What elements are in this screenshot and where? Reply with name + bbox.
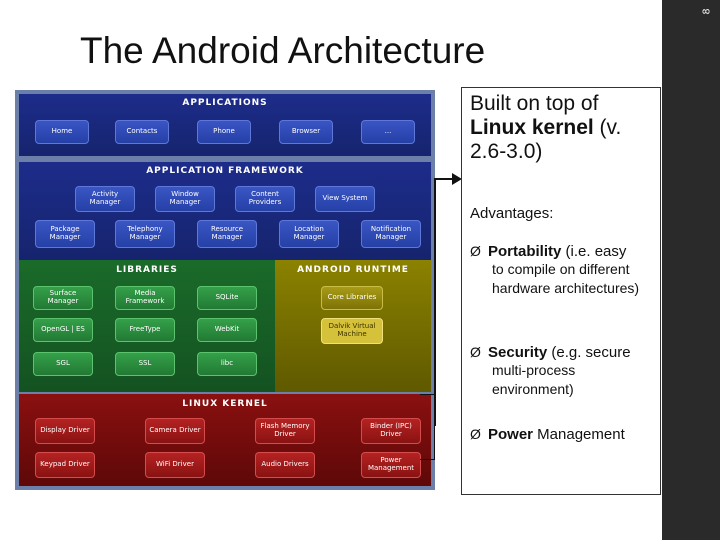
page-number: 8 xyxy=(701,8,713,15)
bullet-bold: Power xyxy=(488,426,534,443)
bullet-bold: Portability xyxy=(488,243,562,260)
kernel-power-management: Power Management xyxy=(361,452,421,478)
applications-title: Applications xyxy=(182,98,268,108)
applications-layer: Applications Home Contacts Phone Browser… xyxy=(19,94,431,156)
lib-sqlite: SQLite xyxy=(197,286,257,310)
fw-resource-manager: Resource Manager xyxy=(197,220,257,248)
kernel-wifi-driver: WiFi Driver xyxy=(145,452,205,478)
runtime-layer: Android Runtime Core Libraries Dalvik Vi… xyxy=(275,260,431,392)
fw-content-providers: Content Providers xyxy=(235,186,295,212)
lib-webkit: WebKit xyxy=(197,318,257,342)
bracket-arrow-line xyxy=(434,178,454,180)
lib-sgl: SGL xyxy=(33,352,93,376)
bullet-bold: Security xyxy=(488,344,548,361)
bullet-rest: (i.e. easy xyxy=(561,243,627,260)
fw-location-manager: Location Manager xyxy=(279,220,339,248)
app-browser: Browser xyxy=(279,120,333,144)
bracket-connector xyxy=(434,178,436,426)
description-textbox: Built on top of Linux kernel (v. 2.6-3.0… xyxy=(461,87,661,495)
intro-pre: Built on top of xyxy=(470,92,599,115)
bullet-sub: multi-process environment) xyxy=(492,362,576,397)
kernel-layer: Linux Kernel Display Driver Camera Drive… xyxy=(19,394,431,486)
framework-layer: Application Framework Activity Manager W… xyxy=(19,162,431,260)
bullet-sub: to compile on different hardware archite… xyxy=(492,261,640,296)
kernel-binder-driver: Binder (IPC) Driver xyxy=(361,418,421,444)
app-contacts: Contacts xyxy=(115,120,169,144)
bullet-security: Ø Security (e.g. secure multi-process env… xyxy=(470,344,660,399)
libraries-title: Libraries xyxy=(116,265,178,275)
fw-view-system: View System xyxy=(315,186,375,212)
slide-sidebar: 8 xyxy=(662,0,720,540)
intro-post: (v. 2.6-3.0) xyxy=(470,116,622,163)
fw-window-manager: Window Manager xyxy=(155,186,215,212)
lib-libc: libc xyxy=(197,352,257,376)
kernel-display-driver: Display Driver xyxy=(35,418,95,444)
framework-title: Application Framework xyxy=(146,166,304,176)
libraries-layer: Libraries Surface Manager Media Framewor… xyxy=(19,260,275,392)
kernel-camera-driver: Camera Driver xyxy=(145,418,205,444)
app-more: ... xyxy=(361,120,415,144)
kernel-title: Linux Kernel xyxy=(182,399,268,409)
bullet-rest: (e.g. secure xyxy=(547,344,631,361)
intro-bold: Linux kernel xyxy=(470,116,594,139)
rt-dalvik-vm: Dalvik Virtual Machine xyxy=(321,318,383,344)
lib-freetype: FreeType xyxy=(115,318,175,342)
bullet-arrow-icon: Ø xyxy=(470,344,481,360)
kernel-audio-drivers: Audio Drivers xyxy=(255,452,315,478)
kernel-keypad-driver: Keypad Driver xyxy=(35,452,95,478)
fw-telephony-manager: Telephony Manager xyxy=(115,220,175,248)
lib-surface-manager: Surface Manager xyxy=(33,286,93,310)
bullet-arrow-icon: Ø xyxy=(470,426,481,442)
runtime-title: Android Runtime xyxy=(297,265,409,275)
fw-notification-manager: Notification Manager xyxy=(361,220,421,248)
kernel-flash-memory-driver: Flash Memory Driver xyxy=(255,418,315,444)
bullet-arrow-icon: Ø xyxy=(470,243,481,259)
bullet-power: Ø Power Management xyxy=(470,426,660,443)
fw-activity-manager: Activity Manager xyxy=(75,186,135,212)
bullet-portability: Ø Portability (i.e. easy to compile on di… xyxy=(470,243,660,298)
lib-ssl: SSL xyxy=(115,352,175,376)
lib-media-framework: Media Framework xyxy=(115,286,175,310)
advantages-heading: Advantages: xyxy=(470,205,554,222)
rt-core-libraries: Core Libraries xyxy=(321,286,383,310)
app-home: Home xyxy=(35,120,89,144)
arrow-head-icon xyxy=(452,173,462,185)
fw-package-manager: Package Manager xyxy=(35,220,95,248)
app-phone: Phone xyxy=(197,120,251,144)
slide-title: The Android Architecture xyxy=(80,30,486,71)
kernel-bracket xyxy=(420,394,435,460)
intro-text: Built on top of Linux kernel (v. 2.6-3.0… xyxy=(470,92,655,164)
bullet-rest: Management xyxy=(533,426,625,443)
android-architecture-diagram: Applications Home Contacts Phone Browser… xyxy=(15,90,435,490)
lib-opengl: OpenGL | ES xyxy=(33,318,93,342)
